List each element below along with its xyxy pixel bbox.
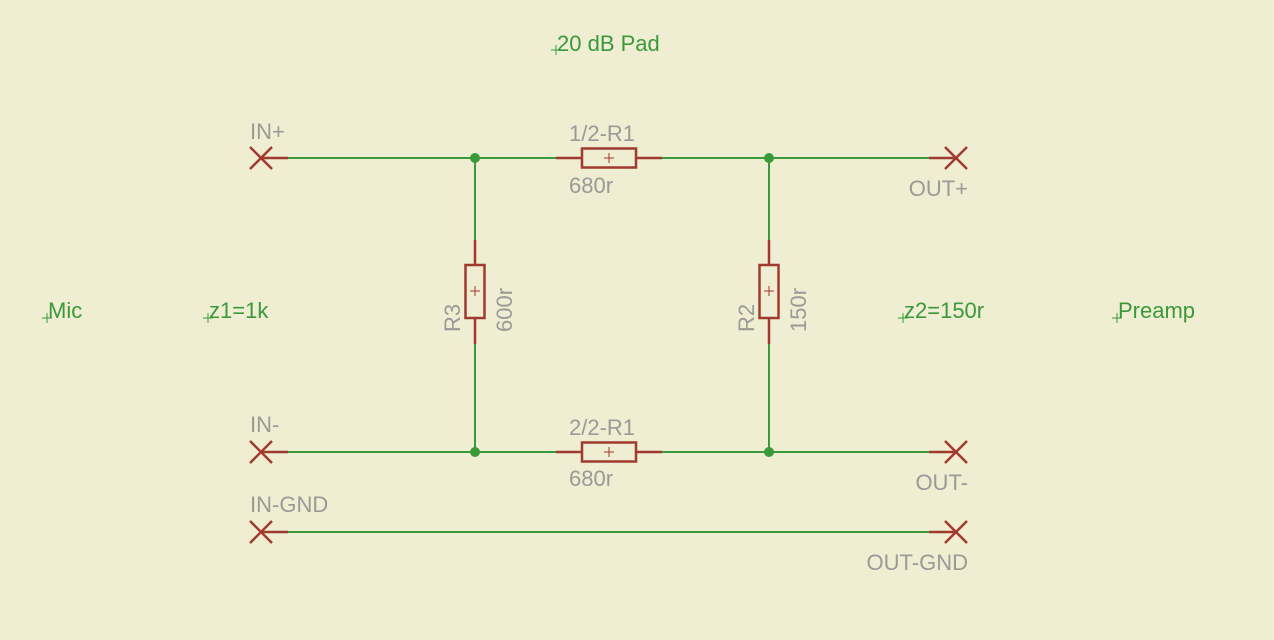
junction-dot [764,153,774,163]
terminal-in-plus-label: IN+ [250,119,285,144]
terminal-out-plus[interactable]: OUT+ [909,146,968,201]
note-mic: Mic [42,298,82,323]
note-preamp-text: Preamp [1118,298,1195,323]
resistor-r2[interactable]: R2 150r [734,240,811,344]
terminal-in-minus-label: IN- [250,412,279,437]
junction-dot [470,447,480,457]
junction-dot [764,447,774,457]
note-mic-text: Mic [48,298,82,323]
resistor-r3-name: R3 [440,304,465,332]
note-z1: z1=1k [203,298,269,323]
terminal-out-gnd-label: OUT-GND [867,550,968,575]
terminal-in-gnd-label: IN-GND [250,492,328,517]
resistor-r1b-name: 2/2-R1 [569,415,635,440]
resistor-r2-value: 150r [786,288,811,332]
resistor-r1b-value: 680r [569,466,613,491]
resistor-r1b[interactable]: 2/2-R1 680r [556,415,662,491]
note-preamp: Preamp [1112,298,1195,323]
resistor-r1a-value: 680r [569,173,613,198]
terminal-in-minus[interactable]: IN- [249,412,288,464]
terminal-out-minus[interactable]: OUT- [915,440,968,495]
terminal-out-plus-label: OUT+ [909,176,968,201]
terminal-out-minus-label: OUT- [915,470,968,495]
junction-dot [470,153,480,163]
title-note: 20 dB Pad [551,31,660,56]
resistor-r1a[interactable]: 1/2-R1 680r [556,121,662,198]
junctions [470,153,774,457]
title-text: 20 dB Pad [557,31,660,56]
resistor-r2-name: R2 [734,304,759,332]
note-z1-text: z1=1k [209,298,269,323]
note-z2-text: z2=150r [904,298,984,323]
resistor-r3-value: 600r [492,288,517,332]
note-z2: z2=150r [898,298,984,323]
terminal-in-gnd[interactable]: IN-GND [249,492,328,544]
terminal-in-plus[interactable]: IN+ [249,119,288,170]
terminal-out-gnd[interactable]: OUT-GND [867,520,968,575]
resistor-r1a-name: 1/2-R1 [569,121,635,146]
resistor-r3[interactable]: R3 600r [440,240,517,344]
